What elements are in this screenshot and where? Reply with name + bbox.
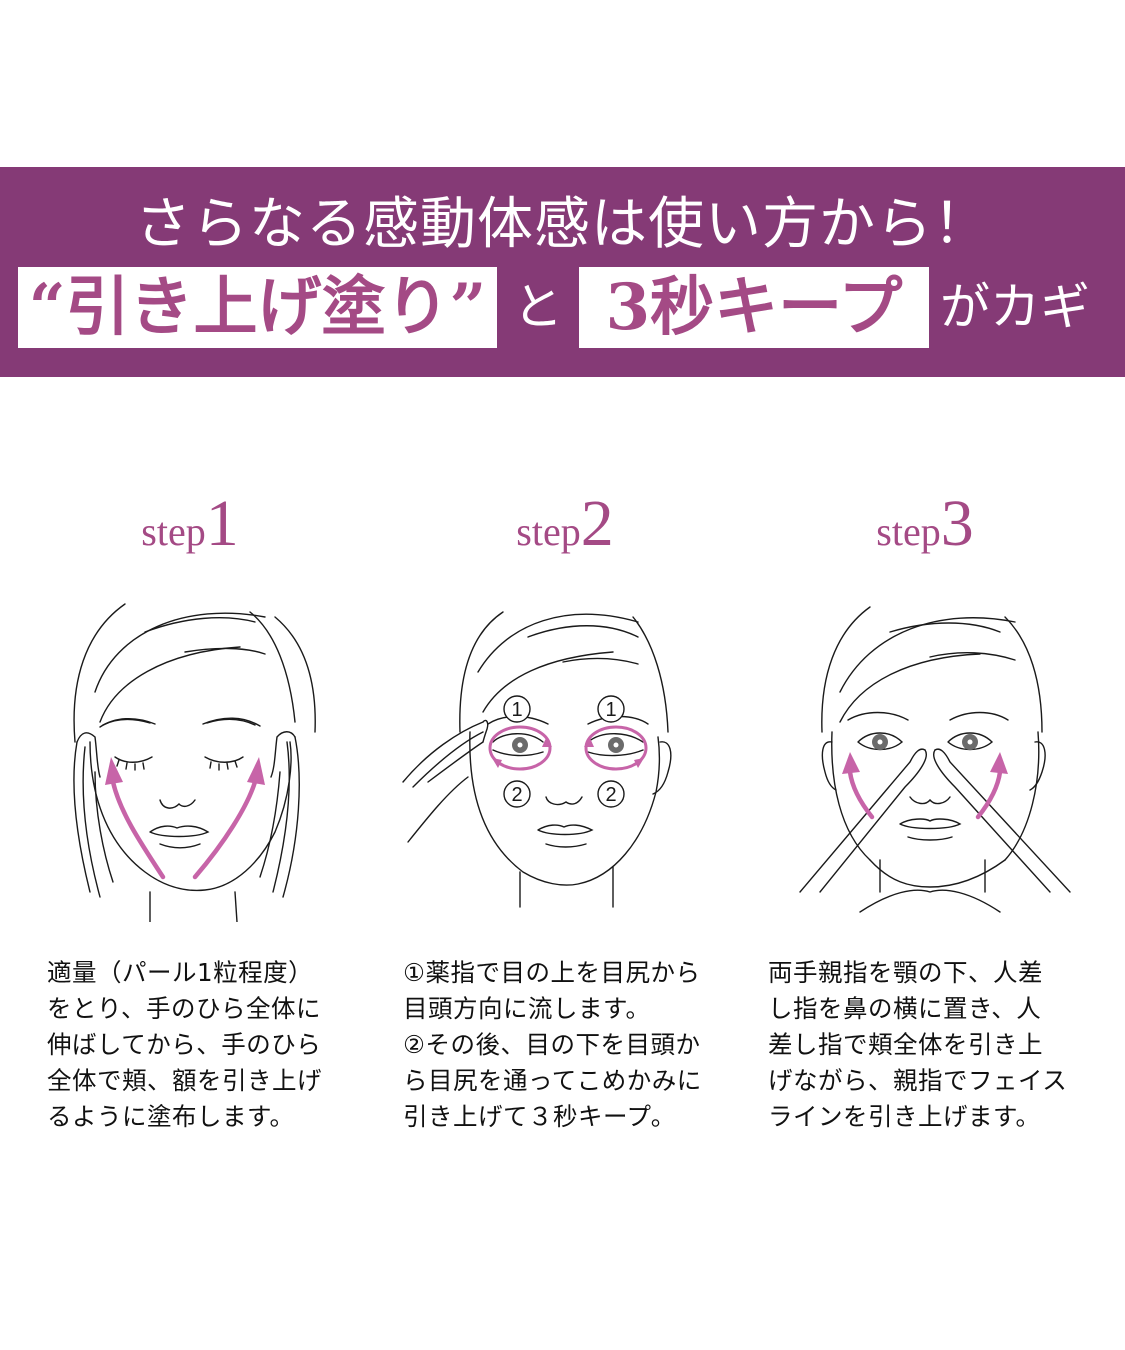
step-word: step [141, 509, 206, 554]
step-1-description: 適量（パール1粒程度） をとり、手のひら全体に 伸ばしてから、手のひら 全体で頬… [47, 955, 377, 1135]
face-nose-lift-icon [799, 606, 1071, 913]
marker-1-right: 1 [605, 699, 616, 721]
description-line: 目頭方向に流します。 [403, 994, 651, 1023]
headline-suffix: がカギ [940, 278, 1090, 336]
description-line: ②その後、目の下を目頭か [403, 1030, 701, 1059]
step-3-illustration [780, 592, 1100, 922]
description-line: し指を鼻の横に置き、人 [768, 994, 1042, 1023]
description-line: 伸ばしてから、手のひら [47, 1030, 322, 1059]
face-eye-massage-icon: 1 1 2 2 [402, 611, 672, 908]
description-line: 全体で頬、額を引き上げ [47, 1066, 322, 1095]
description-line: ら目尻を通ってこめかみに [403, 1066, 702, 1095]
description-line: 引き上げて３秒キープ。 [403, 1102, 676, 1131]
step-1-illustration [55, 592, 375, 923]
headline-line-1: さらなる感動体感は使い方から！ [135, 192, 990, 257]
step-word: step [516, 509, 581, 554]
description-line: 両手親指を顎の下、人差 [768, 958, 1043, 987]
description-line: るように塗布します。 [47, 1102, 295, 1131]
description-line: 適量（パール1粒程度） [47, 958, 314, 987]
step-number: 1 [205, 487, 239, 560]
description-line: ①薬指で目の上を目尻から [403, 958, 701, 987]
marker-2-left: 2 [511, 784, 522, 806]
marker-1-left: 1 [511, 699, 522, 721]
description-line: 差し指で頬全体を引き上 [768, 1030, 1043, 1059]
highlight-box-lift-application: “引き上げ塗り” [18, 267, 497, 348]
marker-2-right: 2 [605, 784, 616, 806]
step-number: 2 [580, 487, 614, 560]
step-2-illustration: 1 1 2 2 [398, 592, 718, 922]
step-word: step [876, 509, 941, 554]
step-3-title: step3 [775, 491, 1075, 557]
step-number: 3 [940, 487, 974, 560]
highlight-box-three-second-hold: 3秒キープ [579, 267, 929, 348]
description-line: をとり、手のひら全体に [47, 994, 322, 1023]
step-2-title: step2 [415, 491, 715, 557]
description-line: げながら、親指でフェイス [768, 1066, 1068, 1095]
headline-connector: と [513, 278, 563, 336]
step-3-description: 両手親指を顎の下、人差 し指を鼻の横に置き、人 差し指で頬全体を引き上 げながら… [768, 955, 1098, 1135]
step-2-description: ①薬指で目の上を目尻から 目頭方向に流します。 ②その後、目の下を目頭か ら目尻… [403, 955, 733, 1135]
face-hands-on-cheeks-icon [73, 603, 316, 923]
step-1-title: step1 [40, 491, 340, 557]
description-line: ラインを引き上げます。 [768, 1102, 1041, 1131]
